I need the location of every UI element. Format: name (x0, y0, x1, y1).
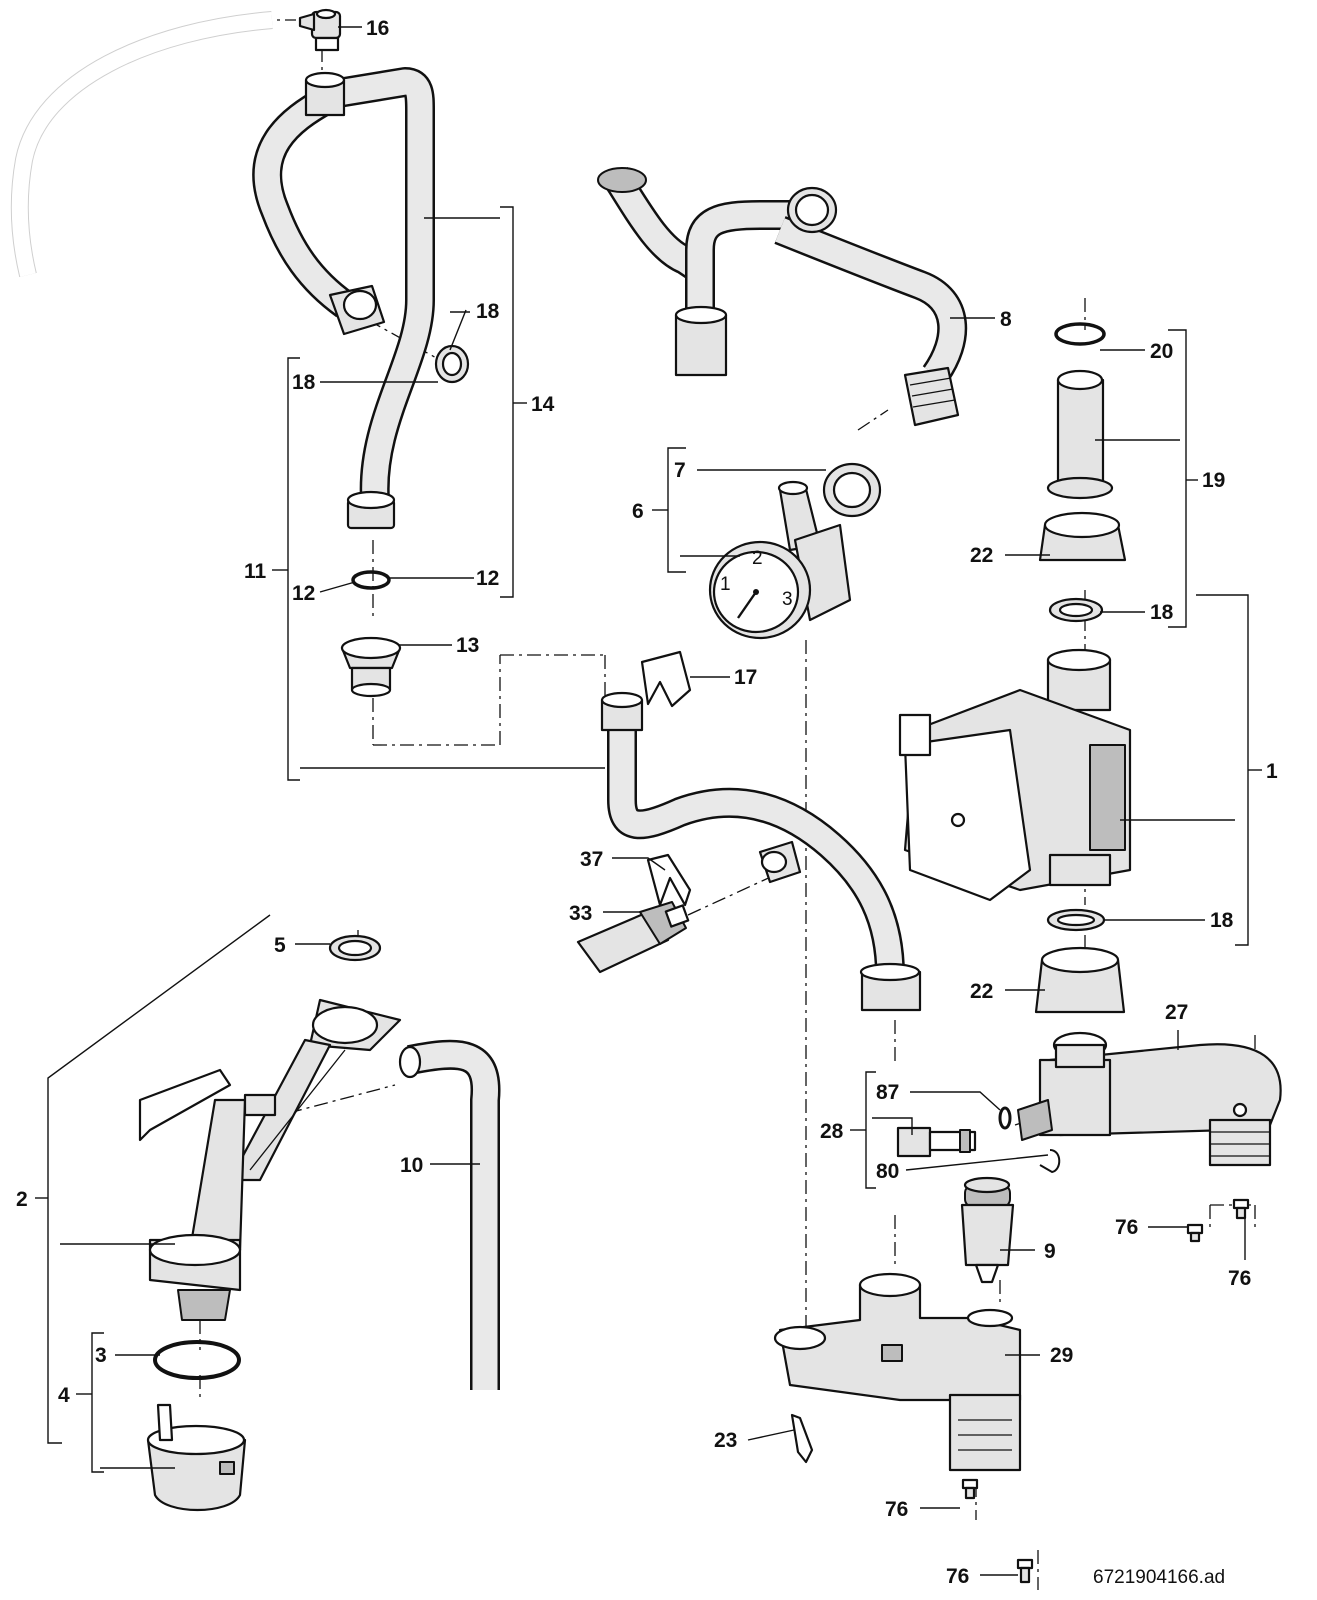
part-16-connector (298, 8, 342, 52)
callout-16: 16 (366, 17, 389, 40)
callout-6: 6 (632, 500, 644, 523)
callout-14: 14 (531, 393, 555, 416)
leader-lines (35, 26, 1262, 1576)
part-20-oring (1054, 322, 1106, 346)
part-28-sensor (896, 1126, 977, 1158)
callout-76: 76 (1115, 1216, 1138, 1239)
part-5-seal (328, 934, 382, 962)
callout-19: 19 (1202, 469, 1225, 492)
part-13-adapter (340, 636, 402, 698)
callout-5: 5 (274, 934, 286, 957)
part-18-seal-lower (1046, 908, 1106, 932)
part-3-oring (153, 1340, 241, 1380)
callout-76: 76 (885, 1498, 908, 1521)
callout-76: 76 (946, 1565, 969, 1588)
callout-2: 2 (16, 1188, 28, 1211)
part-9-air-vent (960, 1176, 1015, 1284)
callout-13: 13 (456, 634, 479, 657)
callout-3: 3 (95, 1344, 107, 1367)
gauge-scale-1: 1 (720, 574, 731, 595)
callout-87: 87 (876, 1081, 899, 1104)
callout-20: 20 (1150, 340, 1173, 363)
part-18-seal-upper (434, 344, 470, 384)
callout-8: 8 (1000, 308, 1012, 331)
callout-18: 18 (292, 371, 316, 394)
part-14-pipe (252, 67, 435, 530)
part-17-clip (640, 650, 692, 708)
part-87-oring (998, 1106, 1012, 1130)
callout-12: 12 (476, 567, 499, 590)
callout-4: 4 (58, 1384, 70, 1407)
part-22-nut-lower (1034, 946, 1126, 1014)
part-33-sensor (576, 901, 690, 974)
flexible-drain-hose (10, 11, 273, 278)
gauge-scale-2: 2 (752, 548, 763, 569)
part-29-manifold (773, 1272, 1022, 1472)
gauge-scale-3: 3 (782, 589, 793, 610)
callout-17: 17 (734, 666, 757, 689)
callout-18: 18 (1150, 601, 1174, 624)
part-76-screws (961, 1198, 1250, 1584)
part-27-elbow (1017, 1031, 1282, 1167)
part-11-pipe (600, 691, 922, 1012)
callout-18: 18 (476, 300, 500, 323)
callout-37: 37 (580, 848, 603, 871)
part-1-pump (898, 648, 1132, 902)
callout-1: 1 (1266, 760, 1278, 783)
callout-27: 27 (1165, 1001, 1188, 1024)
part-10-hose (398, 1039, 501, 1390)
part-18-seal-right (1048, 597, 1104, 623)
part-19-tube (1046, 369, 1114, 500)
callout-23: 23 (714, 1429, 737, 1452)
callout-29: 29 (1050, 1344, 1073, 1367)
part-22-nut-upper (1038, 511, 1127, 562)
callout-labels: 16 18 18 14 11 12 12 13 8 7 6 17 20 19 2… (16, 17, 1278, 1588)
callout-22: 22 (970, 544, 993, 567)
part-80-clip (1039, 1149, 1061, 1174)
part-2-bracket-assembly (138, 998, 402, 1321)
callout-33: 33 (569, 902, 592, 925)
callout-22: 22 (970, 980, 993, 1003)
callout-10: 10 (400, 1154, 423, 1177)
callout-76: 76 (1228, 1267, 1251, 1290)
part-12-oring (351, 570, 391, 590)
part-4-cap (146, 1403, 247, 1511)
callout-7: 7 (674, 459, 686, 482)
part-7-seal (822, 462, 882, 518)
part-6-pressure-gauge: 1 2 3 (708, 480, 852, 640)
callout-11: 11 (244, 560, 267, 583)
callout-28: 28 (820, 1120, 844, 1143)
callout-12: 12 (292, 582, 315, 605)
callout-9: 9 (1044, 1240, 1056, 1263)
part-23-clip (790, 1413, 814, 1464)
callout-80: 80 (876, 1160, 899, 1183)
part-8-manifold-pipe (597, 167, 968, 427)
figure-reference-code: 6721904166.ad (1093, 1567, 1225, 1588)
callout-18: 18 (1210, 909, 1234, 932)
